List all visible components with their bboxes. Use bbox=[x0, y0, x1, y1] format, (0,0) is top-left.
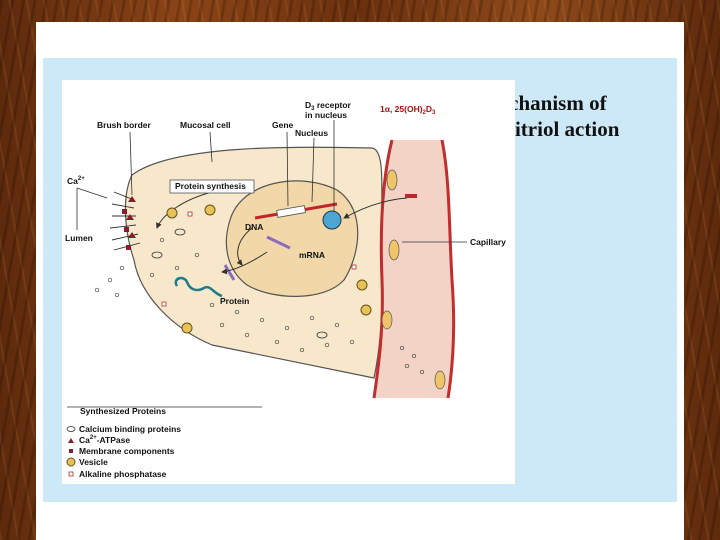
label-mucosal-cell: Mucosal cell bbox=[180, 120, 231, 130]
calcium-binding-protein bbox=[151, 251, 163, 259]
leader-lines bbox=[76, 120, 467, 243]
calcitriol-diagram: D3 receptor in nucleus 1α, 25(OH)2D3 Bru… bbox=[62, 80, 515, 484]
capillary-cell bbox=[381, 310, 393, 330]
legend-item-calcium-binding: Calcium binding proteins bbox=[79, 424, 181, 434]
protein-synthesis-box bbox=[169, 179, 255, 194]
synthesis-arrow bbox=[156, 191, 213, 229]
vesicle-group bbox=[166, 204, 372, 334]
label-lumen: Lumen bbox=[65, 233, 93, 243]
label-dna: DNA bbox=[245, 222, 263, 232]
legend-title: Synthesized Proteins bbox=[80, 406, 166, 416]
label-mrna: mRNA bbox=[299, 250, 325, 260]
label-d3-receptor: D3 receptor bbox=[305, 100, 352, 112]
legend-item-alkaline-phosphatase: Alkaline phosphatase bbox=[79, 469, 167, 479]
label-protein-synthesis: Protein synthesis bbox=[175, 181, 246, 191]
label-nucleus: Nucleus bbox=[295, 128, 328, 138]
ca-atpase-icon bbox=[68, 438, 74, 443]
label-brush-border: Brush border bbox=[97, 120, 152, 130]
cytoplasm-dots bbox=[94, 237, 425, 375]
diagram-svg: D3 receptor in nucleus 1α, 25(OH)2D3 Bru… bbox=[65, 100, 506, 479]
mrna-strand bbox=[266, 235, 291, 250]
label-gene: Gene bbox=[272, 120, 294, 130]
receptor-binding-arrow bbox=[343, 197, 408, 219]
label-protein: Protein bbox=[220, 296, 249, 306]
capillary-cell bbox=[388, 239, 400, 261]
label-calcitriol: 1α, 25(OH)2D3 bbox=[380, 104, 436, 116]
calcitriol-molecule bbox=[405, 194, 417, 198]
export-arrow bbox=[221, 251, 268, 275]
capillary-vessel bbox=[374, 140, 454, 398]
calcium-binding-protein bbox=[316, 331, 328, 339]
label-capillary: Capillary bbox=[470, 237, 506, 247]
mrna-cytoplasm bbox=[223, 264, 236, 281]
alkaline-phosphatase-icon bbox=[68, 471, 74, 477]
legend-item-membrane: Membrane components bbox=[79, 446, 175, 456]
capillary-wall-left bbox=[372, 139, 394, 399]
membrane-component-icon bbox=[69, 449, 73, 453]
label-ca: Ca2+ bbox=[67, 176, 85, 186]
transcription-arrow bbox=[236, 227, 253, 266]
legend-item-vesicle: Vesicle bbox=[79, 457, 108, 467]
protein-chain bbox=[174, 276, 223, 298]
brush-border bbox=[109, 191, 141, 251]
label-in-nucleus: in nucleus bbox=[305, 110, 347, 120]
d3-receptor bbox=[322, 210, 342, 230]
capillary-cell bbox=[386, 169, 398, 191]
calcium-binding-protein bbox=[174, 228, 186, 236]
alkaline-phosphatase-group bbox=[161, 211, 357, 307]
legend-item-ca-atpase: Ca2+-ATPase bbox=[79, 435, 130, 445]
ca-atpase-cluster bbox=[122, 196, 136, 250]
nucleus bbox=[225, 180, 359, 297]
gene-box bbox=[276, 205, 306, 218]
capillary-wall-right bbox=[440, 139, 456, 399]
vesicle-icon bbox=[66, 457, 76, 467]
capillary-cell bbox=[434, 370, 446, 390]
calcium-binding-protein-icon bbox=[66, 426, 76, 432]
